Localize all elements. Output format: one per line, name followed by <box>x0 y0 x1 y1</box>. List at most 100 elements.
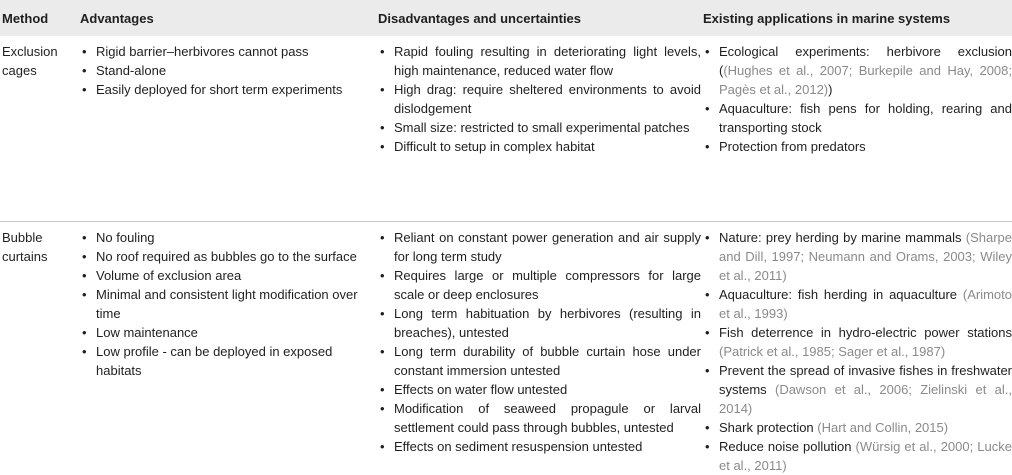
bullet-icon: • <box>82 342 87 361</box>
item-text: Long term durability of bubble curtain h… <box>394 344 701 378</box>
list-item: •Nature: prey herding by marine mammals … <box>701 228 1012 285</box>
disadvantages-cell: • Rapid fouling resulting in deterioratin… <box>376 36 701 222</box>
citation: (Hart and Collin, 2015) <box>817 420 948 435</box>
item-text: Volume of exclusion area <box>96 268 241 283</box>
applications-list: •Nature: prey herding by marine mammals … <box>701 228 1012 475</box>
list-item: • Stand-alone <box>78 61 376 80</box>
applications-list: •Ecological experiments: herbivore exclu… <box>701 42 1012 156</box>
item-text: Protection from predators <box>719 139 866 154</box>
table-row: Exclusion cages • Rigid barrier–herbivore… <box>0 36 1012 222</box>
bullet-icon: • <box>705 42 710 61</box>
item-text: Minimal and consistent light modificatio… <box>96 287 358 321</box>
item-text: Rigid barrier–herbivores cannot pass <box>96 44 308 59</box>
item-text: Aquaculture: fish herding in aquaculture <box>719 287 963 302</box>
bullet-icon: • <box>380 342 385 361</box>
method-cell: Exclusion cages <box>0 36 78 222</box>
citation: (Hughes et al., 2007; Burkepile and Hay,… <box>719 63 1012 97</box>
list-item: • Requires large or multiple compressors … <box>376 266 701 304</box>
list-item: • Small size: restricted to small experim… <box>376 118 701 137</box>
advantages-list: • Rigid barrier–herbivores cannot pass • St… <box>78 42 376 99</box>
header-row: Method Advantages Disadvantages and unce… <box>0 0 1012 36</box>
list-item: • High drag: require sheltered environmen… <box>376 80 701 118</box>
bullet-icon: • <box>82 42 87 61</box>
list-item: •Easily deployed for short term experime… <box>78 80 376 99</box>
advantages-list: • No fouling • No roof required as bubbles … <box>78 228 376 380</box>
list-item: • Reliant on constant power generation an… <box>376 228 701 266</box>
item-text: Aquaculture: fish pens for holding, rear… <box>719 101 1012 135</box>
list-item: •Rapid fouling resulting in deterioratin… <box>376 42 701 80</box>
bullet-icon: • <box>380 399 385 418</box>
bullet-icon: • <box>380 380 385 399</box>
item-text: Low maintenance <box>96 325 198 340</box>
item-text: Reliant on constant power generation and… <box>394 230 701 264</box>
bullet-icon: • <box>82 266 87 285</box>
list-item: •Long term habituation by herbivores (re… <box>376 304 701 342</box>
list-item: • No roof required as bubbles go to the s… <box>78 247 376 266</box>
header-applications: Existing applications in marine systems <box>701 0 1012 36</box>
list-item: • Rigid barrier–herbivores cannot pass <box>78 42 376 61</box>
item-text: Nature: prey herding by marine mammals <box>719 230 966 245</box>
advantages-cell: • No fouling • No roof required as bubbles … <box>78 222 376 475</box>
list-item: • Modification of seaweed propagule or la… <box>376 399 701 437</box>
bullet-icon: • <box>705 437 710 456</box>
item-text: Requires large or multiple compressors f… <box>394 268 701 302</box>
list-item: • No fouling <box>78 228 376 247</box>
list-item: • Volume of exclusion area <box>78 266 376 285</box>
list-item: •Effects on water flow untested <box>376 380 701 399</box>
bullet-icon: • <box>705 285 710 304</box>
item-text: Easily deployed for short term experimen… <box>96 82 342 97</box>
bullet-icon: • <box>705 418 710 437</box>
bullet-icon: • <box>380 437 385 456</box>
bullet-icon: • <box>380 80 385 99</box>
bullet-icon: • <box>380 266 385 285</box>
disadvantages-list: • Rapid fouling resulting in deterioratin… <box>376 42 701 156</box>
list-item: • Low maintenance <box>78 323 376 342</box>
item-text: Effects on sediment resuspension unteste… <box>394 439 642 454</box>
list-item: •Protection from predators <box>701 137 1012 156</box>
list-item: • Minimal and consistent light modificati… <box>78 285 376 323</box>
item-text: Low profile - can be deployed in exposed… <box>96 344 332 378</box>
disadvantages-cell: • Reliant on constant power generation an… <box>376 222 701 475</box>
item-text: Reduce noise pollution <box>719 439 856 454</box>
list-item: •Difficult to setup in complex habitat <box>376 137 701 156</box>
bullet-icon: • <box>82 61 87 80</box>
list-item: • Effects on sediment resuspension untest… <box>376 437 701 456</box>
list-item: •Aquaculture: fish pens for holding, rea… <box>701 99 1012 137</box>
list-item: •Ecological experiments: herbivore exclu… <box>701 42 1012 99</box>
bullet-icon: • <box>82 285 87 304</box>
list-item: • Fish deterrence in hydro-electric power… <box>701 323 1012 361</box>
citation: (Patrick et al., 1985; Sager et al., 198… <box>719 344 945 359</box>
item-text-tail: ) <box>828 82 832 97</box>
header-disadvantages: Disadvantages and uncertainties <box>376 0 701 36</box>
item-text: No fouling <box>96 230 155 245</box>
bullet-icon: • <box>82 228 87 247</box>
applications-cell: •Nature: prey herding by marine mammals … <box>701 222 1012 475</box>
list-item: •Reduce noise pollution (Würsig et al., … <box>701 437 1012 475</box>
bullet-icon: • <box>380 304 385 323</box>
list-item: •Shark protection (Hart and Collin, 2015… <box>701 418 1012 437</box>
bullet-icon: • <box>380 228 385 247</box>
list-item: • Low profile - can be deployed in expose… <box>78 342 376 380</box>
bullet-icon: • <box>705 361 710 380</box>
disadvantages-list: • Reliant on constant power generation an… <box>376 228 701 456</box>
item-text: Stand-alone <box>96 63 166 78</box>
advantages-cell: • Rigid barrier–herbivores cannot pass • St… <box>78 36 376 222</box>
list-item: • Aquaculture: fish herding in aquacultur… <box>701 285 1012 323</box>
list-item: •Prevent the spread of invasive fishes i… <box>701 361 1012 418</box>
method-cell: Bubble curtains <box>0 222 78 475</box>
item-text: No roof required as bubbles go to the su… <box>96 249 357 264</box>
item-text: Small size: restricted to small experime… <box>394 120 690 135</box>
bullet-icon: • <box>705 323 710 342</box>
item-text: Rapid fouling resulting in deteriorating… <box>394 44 701 78</box>
bullet-icon: • <box>82 247 87 266</box>
item-text: High drag: require sheltered environment… <box>394 82 701 116</box>
item-text: Modification of seaweed propagule or lar… <box>394 401 701 435</box>
applications-cell: •Ecological experiments: herbivore exclu… <box>701 36 1012 222</box>
item-text: Fish deterrence in hydro-electric power … <box>719 325 1012 340</box>
bullet-icon: • <box>82 323 87 342</box>
table-row: Bubble curtains • No fouling • No roof requ… <box>0 222 1012 475</box>
header-advantages: Advantages <box>78 0 376 36</box>
bullet-icon: • <box>380 137 385 156</box>
bullet-icon: • <box>380 118 385 137</box>
